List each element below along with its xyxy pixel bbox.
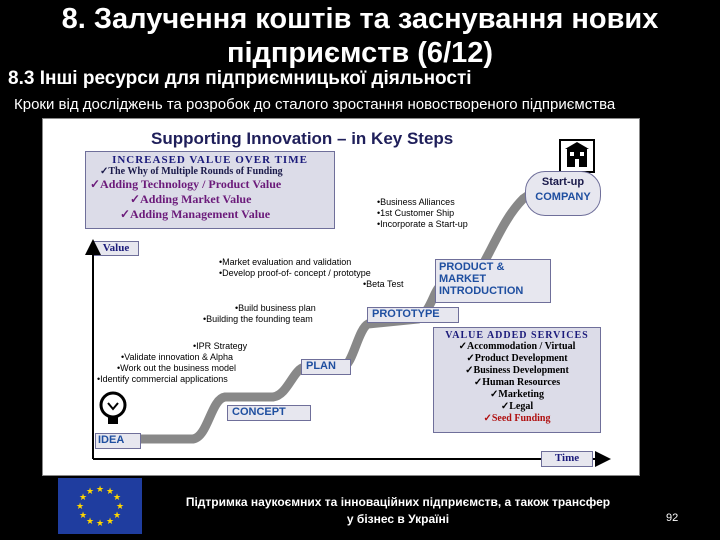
value-added-item: ✓Product Development (466, 353, 568, 364)
note-item: •Develop proof-of- concept / prototype (219, 268, 371, 278)
value-box-item: ✓Adding Management Value (120, 207, 271, 221)
value-box-item: ✓Adding Technology / Product Value (90, 177, 282, 191)
svg-text:★: ★ (106, 516, 114, 526)
value-added-item: ✓Marketing (490, 389, 544, 400)
stage-startup: Start-up (541, 176, 585, 188)
axis-time-label: Time (541, 451, 593, 467)
page-number: 92 (666, 512, 679, 524)
value-added-item: ✓Accommodation / Virtual (458, 341, 576, 352)
eu-stars-icon: ★ ★ ★ ★ ★ ★ ★ ★ ★ ★ ★ ★ (76, 484, 124, 528)
note-item: •1st Customer Ship (377, 208, 455, 218)
stage-concept: CONCEPT (227, 405, 311, 421)
svg-text:★: ★ (96, 518, 104, 528)
increased-value-box: INCREASED VALUE OVER TIME ✓The Why of Mu… (85, 151, 335, 229)
svg-text:★: ★ (113, 510, 121, 520)
slide-subtitle: 8.3 Інші ресурси для підприємницької дія… (8, 68, 472, 89)
value-added-item: ✓Legal (500, 401, 534, 412)
slide-description: Кроки від досліджень та розробок до стал… (14, 96, 616, 113)
slide-title: 8. Залучення коштів та заснування нових … (61, 3, 659, 69)
note-item: •Work out the business model (117, 363, 237, 373)
startup-bullets: •Business Alliances •1st Customer Ship •… (377, 197, 468, 230)
svg-text:★: ★ (96, 484, 104, 494)
value-added-services-box: VALUE ADDED SERVICES ✓Accommodation / Vi… (433, 327, 601, 433)
building-icon (559, 139, 595, 173)
eu-flag-icon: ★ ★ ★ ★ ★ ★ ★ ★ ★ ★ ★ ★ (58, 478, 142, 534)
innovation-diagram: Supporting Innovation – in Key Steps INC… (42, 118, 640, 476)
value-added-item: ✓Human Resources (473, 377, 561, 388)
diagram-title: Supporting Innovation – in Key Steps (151, 129, 454, 148)
prototype-bullets: •Build business plan •Building the found… (203, 303, 316, 325)
stage-company: COMPANY (535, 191, 591, 203)
note-item: •Identify commercial applications (97, 374, 228, 384)
stage-idea: IDEA (95, 433, 141, 449)
value-box-item: ✓Adding Market Value (130, 192, 252, 206)
value-box-heading: INCREASED VALUE OVER TIME (112, 154, 308, 166)
note-item: •Build business plan (235, 303, 316, 313)
note-item: •Beta Test (363, 279, 404, 289)
svg-text:★: ★ (116, 501, 124, 511)
axis-value-label: Value (93, 241, 139, 256)
note-item: •Market evaluation and validation (219, 257, 352, 267)
svg-text:★: ★ (106, 486, 114, 496)
plan-bullets: •IPR Strategy •Validate innovation & Alp… (97, 341, 247, 385)
stage-prototype: PROTOTYPE (367, 307, 459, 323)
note-item: •Incorporate a Start-up (377, 219, 468, 229)
svg-text:★: ★ (76, 501, 84, 511)
footer-line1: Підтримка наукоємних та інноваційних під… (185, 495, 611, 509)
footer-text: Підтримка наукоємних та інноваційних під… (148, 494, 648, 528)
value-box-sub: ✓The Why of Multiple Rounds of Funding (100, 166, 283, 177)
stage-product-market: PRODUCT & MARKET INTRODUCTION (435, 259, 551, 303)
note-item: •Business Alliances (377, 197, 455, 207)
lightbulb-icon (99, 391, 127, 424)
stage-plan: PLAN (301, 359, 351, 375)
note-item: •IPR Strategy (193, 341, 248, 351)
svg-text:★: ★ (113, 492, 121, 502)
svg-text:★: ★ (86, 516, 94, 526)
value-added-heading: VALUE ADDED SERVICES (445, 330, 589, 341)
product-bullets: •Market evaluation and validation •Devel… (219, 257, 404, 290)
note-item: •Validate innovation & Alpha (121, 352, 234, 362)
value-added-final: ✓Seed Funding (483, 413, 551, 424)
value-added-item: ✓Business Development (465, 365, 569, 376)
svg-text:★: ★ (79, 510, 87, 520)
svg-text:★: ★ (79, 492, 87, 502)
footer-line2: у бізнес в Україні (346, 512, 450, 526)
stage-startup-company: Start-up COMPANY (525, 171, 601, 216)
note-item: •Building the founding team (203, 314, 313, 324)
svg-text:★: ★ (86, 486, 94, 496)
